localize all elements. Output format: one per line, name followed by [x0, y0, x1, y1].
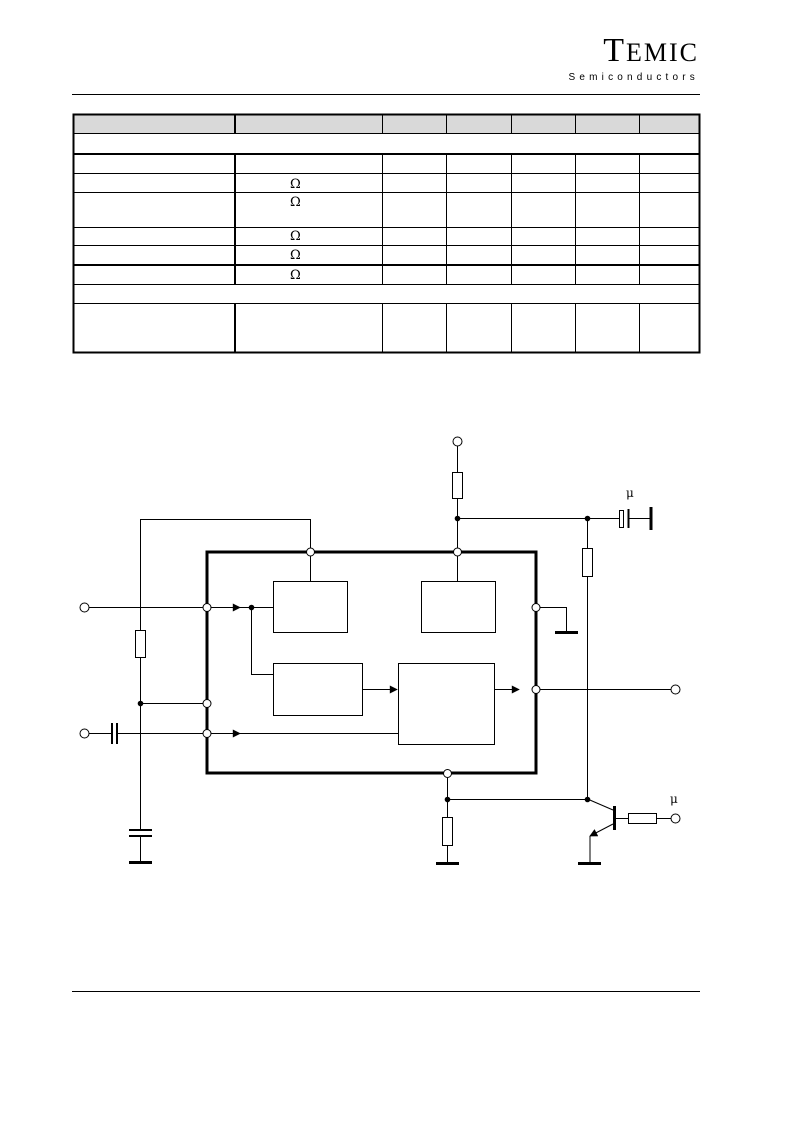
header-rule	[72, 94, 700, 95]
resistor-ground	[442, 817, 453, 846]
transistor	[578, 798, 671, 865]
ic-package-outline	[205, 550, 538, 775]
output-terminal	[670, 684, 681, 695]
ground-right-pin	[540, 607, 578, 634]
input-terminal	[79, 602, 90, 613]
logo-first-letter: T	[603, 32, 626, 69]
electrolytic-capacitor	[619, 507, 653, 530]
internal-block-top-left	[273, 581, 348, 633]
omega-symbol: Ω	[290, 248, 301, 263]
supply-terminal	[452, 436, 463, 447]
ic-pin	[531, 685, 541, 694]
ic-pin	[453, 547, 462, 557]
capacitor-ground-left	[129, 703, 152, 864]
table-border	[72, 113, 701, 354]
resistor-base	[628, 813, 657, 824]
logo-rest-letters: EMIC	[626, 38, 699, 67]
temic-logo: TEMIC Semiconductors	[568, 34, 700, 84]
resistor-left	[135, 630, 146, 658]
junction-dot	[444, 796, 451, 803]
table-column-lines	[234, 114, 640, 352]
input-terminal	[79, 728, 90, 739]
ic-pin	[202, 729, 212, 738]
input-line-1	[89, 603, 273, 675]
junction-dot	[584, 515, 591, 522]
resistor-supply	[452, 472, 463, 499]
junction-dot	[248, 604, 255, 611]
feedback-wire	[140, 519, 311, 703]
logo-subtitle: Semiconductors	[568, 72, 699, 83]
omega-symbol: Ω	[290, 177, 301, 192]
ic-pin	[306, 547, 315, 557]
input-line-2	[89, 723, 398, 744]
control-terminal	[670, 813, 681, 824]
ic-pin	[202, 603, 212, 612]
ic-pin	[531, 603, 541, 612]
internal-block-top-right	[421, 581, 496, 633]
bottom-pin-branch	[436, 778, 588, 865]
collector-branch	[582, 518, 593, 799]
junction-dot	[137, 700, 144, 707]
ic-pin	[202, 699, 212, 708]
internal-block-output	[398, 663, 495, 745]
ic-pin	[443, 769, 452, 778]
internal-block-middle	[273, 663, 363, 716]
footer-rule	[72, 991, 700, 992]
capacitor-unit-label: μ	[670, 792, 678, 806]
parameter-table: Ω Ω Ω Ω Ω	[72, 113, 701, 354]
table-row-lines	[73, 133, 700, 304]
resistor-collector	[582, 548, 593, 577]
omega-symbol: Ω	[290, 195, 301, 210]
table-header-row	[73, 114, 700, 133]
junction-dot	[584, 796, 591, 803]
supply-branch	[452, 446, 619, 581]
capacitor-unit-label: μ	[626, 486, 634, 500]
omega-symbol: Ω	[290, 229, 301, 244]
logo-wordmark: TEMIC	[569, 34, 700, 70]
omega-symbol: Ω	[290, 268, 301, 283]
junction-dot	[454, 515, 461, 522]
